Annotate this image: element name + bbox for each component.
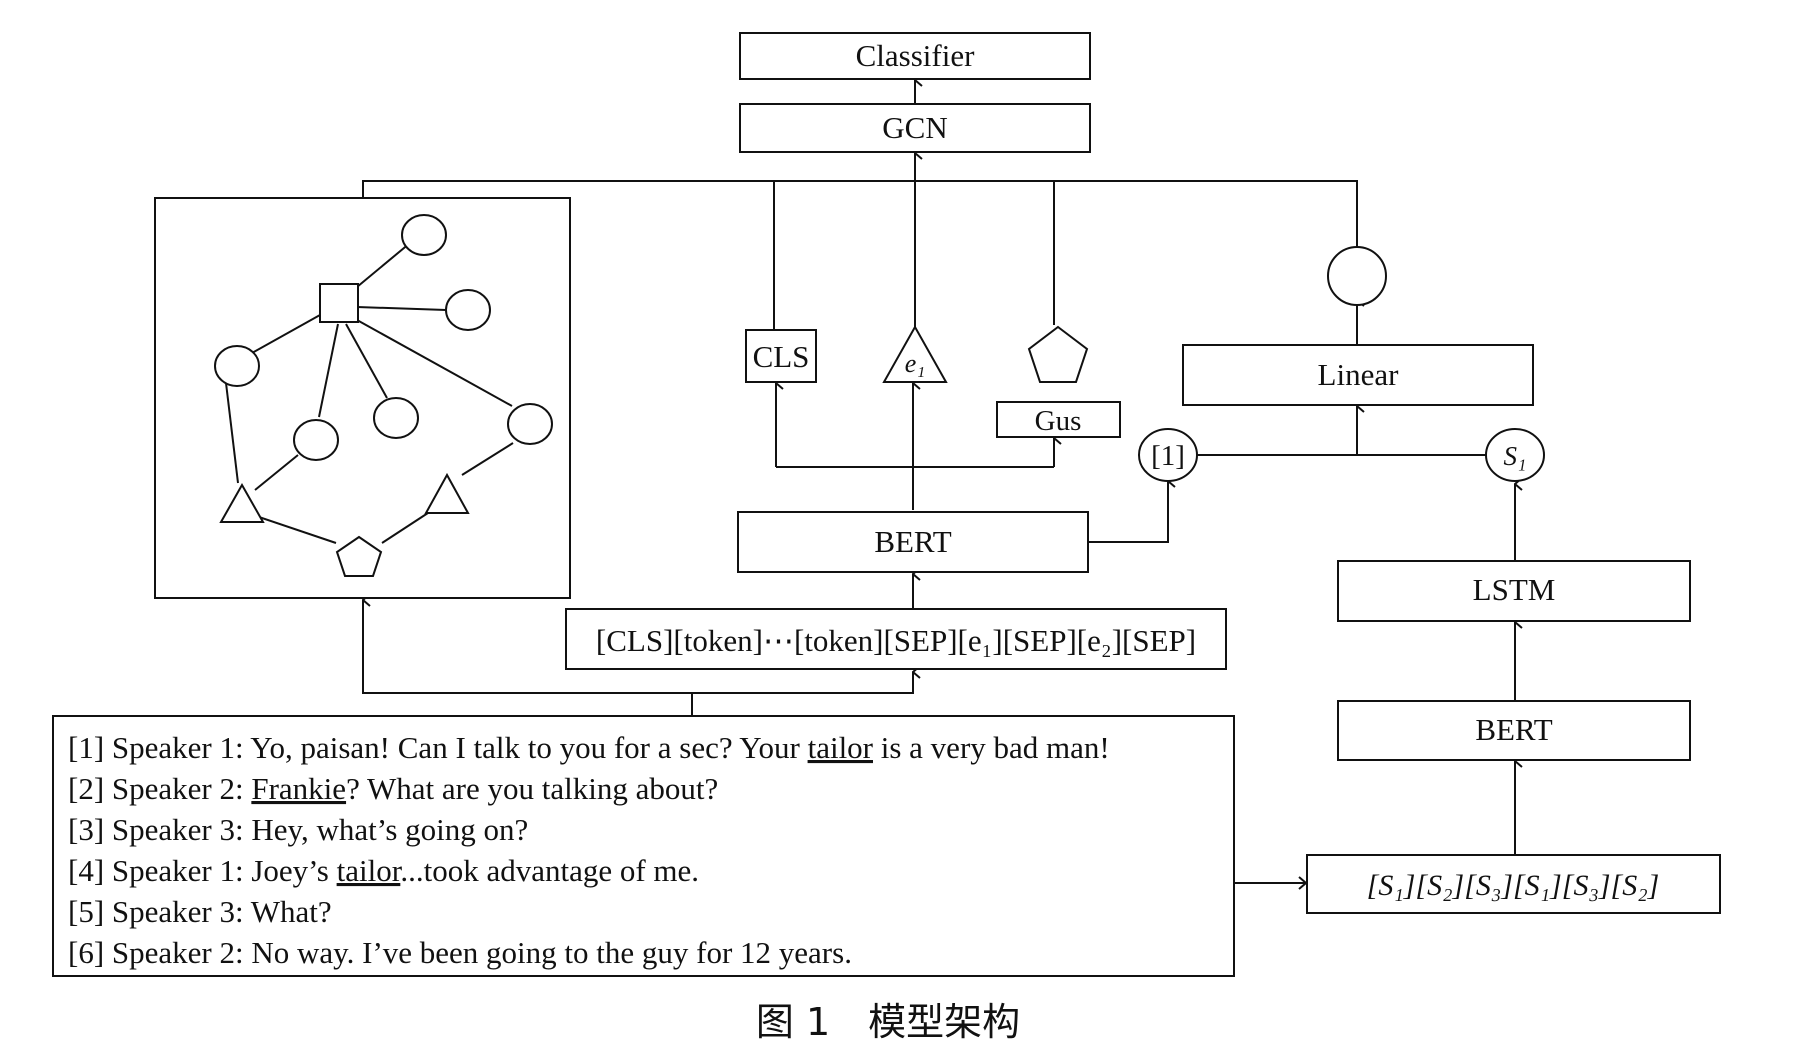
bert-right-box: BERT [1337, 700, 1691, 761]
graph-node-circle [214, 345, 260, 387]
gus-label: Gus [1035, 405, 1082, 437]
classifier-label: Classifier [856, 38, 975, 73]
graph-node-circle [293, 419, 339, 461]
lstm-label: LSTM [1473, 572, 1556, 607]
graph-edge [254, 454, 299, 491]
dialogue-text: ...took advantage of me. [400, 853, 699, 888]
lstm-box: LSTM [1337, 560, 1691, 622]
dialogue-text: [4] Speaker 1: Joey’s [68, 853, 337, 888]
dialogue-line: [2] Speaker 2: Frankie? What are you tal… [68, 771, 718, 806]
arrow-bert-to-one [1088, 481, 1168, 543]
arrow-dialogue-to-graph [362, 600, 692, 694]
s1-label: S₁ [1504, 441, 1527, 471]
graph-edge [356, 319, 513, 407]
graph-edge [251, 314, 321, 354]
graph-node-circle [373, 397, 419, 439]
output-circle-node [1327, 246, 1387, 306]
cls-box: CLS [745, 329, 817, 383]
dialogue-text: [3] Speaker 3: Hey, what’s going on? [68, 812, 528, 847]
graph-edge [252, 514, 337, 544]
bert-top-box: BERT [737, 511, 1089, 573]
graph-edge [356, 306, 447, 311]
dialogue-text: [6] Speaker 2: No way. I’ve been going t… [68, 935, 852, 970]
graph-node-triangle [219, 482, 265, 523]
graph-edge [318, 323, 339, 418]
token-input-box: [CLS][token]⋯[token][SEP][e₁][SEP][e₂][S… [565, 608, 1227, 670]
bert-top-label: BERT [874, 524, 951, 559]
speaker-sequence-label: [S₁][S₂][S₃][S₁][S₃][S₂] [1367, 869, 1660, 902]
graph-edge [345, 323, 388, 399]
token-input-label: [CLS][token]⋯[token][SEP][e₁][SEP][e₂][S… [596, 623, 1196, 658]
figure-caption: 图 1 模型架构 [756, 1000, 1020, 1044]
graph-edges [225, 242, 514, 544]
graph-node-pentagon [335, 535, 383, 577]
dialogue-text: [2] Speaker 2: [68, 771, 251, 806]
dialogue-line: [3] Speaker 3: Hey, what’s going on? [68, 812, 528, 847]
cls-label: CLS [753, 339, 810, 374]
bert-right-label: BERT [1475, 712, 1552, 747]
graph-edge [225, 382, 239, 484]
dialogue-text: [5] Speaker 3: What? [68, 894, 332, 929]
dialogue-graph-panel [154, 197, 571, 599]
graph-edge [461, 442, 514, 476]
graph-node-triangle [424, 472, 470, 514]
bus-graph-to-gcn [362, 180, 1358, 254]
dialogue-box: [1] Speaker 1: Yo, paisan! Can I talk to… [52, 715, 1235, 977]
linear-box: Linear [1182, 344, 1534, 406]
gcn-label: GCN [882, 110, 947, 145]
gus-pentagon-node [1027, 325, 1089, 383]
dialogue-text: [1] Speaker 1: Yo, paisan! Can I talk to… [68, 730, 808, 765]
dialogue-line: [4] Speaker 1: Joey’s tailor...took adva… [68, 853, 699, 888]
dialogue-text: ? What are you talking about? [346, 771, 718, 806]
dialogue-underlined-mention: tailor [808, 730, 874, 765]
graph-node-circle [507, 403, 553, 445]
dialogue-text: is a very bad man! [873, 730, 1110, 765]
dialogue-underlined-mention: Frankie [251, 771, 346, 806]
graph-edge [356, 242, 411, 288]
gus-box: Gus [996, 401, 1121, 438]
dialogue-lines: [1] Speaker 1: Yo, paisan! Can I talk to… [68, 730, 1110, 970]
classifier-box: Classifier [739, 32, 1091, 80]
e1-label: e₁ [905, 349, 926, 378]
graph-node-circle [445, 289, 491, 331]
dialogue-line: [6] Speaker 2: No way. I’ve been going t… [68, 935, 852, 970]
dialogue-underlined-mention: tailor [337, 853, 403, 888]
graph-edge [381, 510, 432, 544]
graph-node-circle [401, 214, 447, 256]
one-label: [1] [1151, 440, 1185, 472]
speaker-sequence-box: [S₁][S₂][S₃][S₁][S₃][S₂] [1306, 854, 1721, 914]
arrow-dialogue-to-tokens [692, 672, 913, 694]
graph-node-square [319, 283, 359, 323]
dialogue-line: [1] Speaker 1: Yo, paisan! Can I talk to… [68, 730, 1110, 765]
s1-node: S₁ [1485, 428, 1545, 482]
one-node: [1] [1138, 428, 1198, 482]
linear-label: Linear [1318, 357, 1400, 392]
dialogue-line: [5] Speaker 3: What? [68, 894, 332, 929]
connectors [362, 80, 1515, 883]
gcn-box: GCN [739, 103, 1091, 153]
e1-entity-node: e₁ [882, 324, 948, 383]
